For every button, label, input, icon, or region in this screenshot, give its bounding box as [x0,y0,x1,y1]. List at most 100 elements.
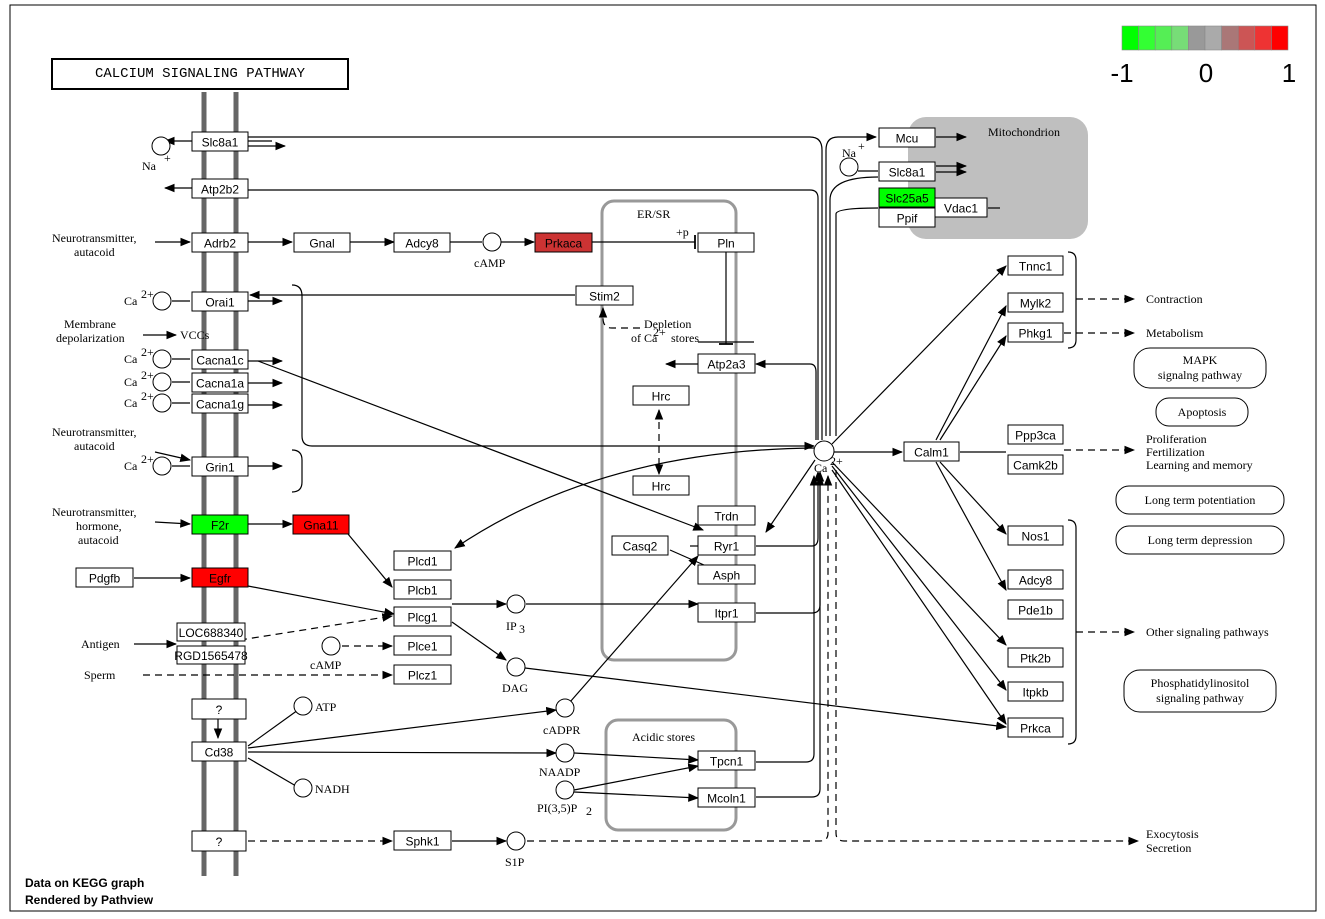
gene-box [697,750,756,771]
pathway-phosphatidylinositol[interactable]: Phosphatidylinositol signaling pathway [1123,669,1277,713]
pathway-ltd[interactable]: Long term depression [1115,525,1285,555]
gene-hrc2[interactable]: Hrc [632,475,690,496]
gene-adcy8-right[interactable]: Adcy8 [1007,569,1064,590]
gene-label: Ryr1 [714,540,740,554]
gene-cacna1c[interactable]: Cacna1c [191,349,249,370]
gene-rgd[interactable]: RGD1565478 [174,645,248,665]
gene-label: Ppif [897,212,918,226]
gene-label: Plcb1 [407,584,437,598]
gene-adrb2[interactable]: Adrb2 [191,232,249,253]
legend-max: 1 [1282,58,1296,88]
gene-box [393,664,452,685]
gene-q1[interactable]: ? [191,698,247,720]
pathway-title: CALCIUM SIGNALING PATHWAY [95,66,306,82]
gene-label: Mylk2 [1020,297,1052,311]
gene-mcoln1[interactable]: Mcoln1 [697,787,756,808]
svg-text:+: + [858,139,865,153]
gene-plcd1[interactable]: Plcd1 [393,550,452,571]
gene-f2r[interactable]: F2r [191,514,249,535]
gene-tpcn1[interactable]: Tpcn1 [697,750,756,771]
gene-hrc1[interactable]: Hrc [632,385,690,406]
gene-box [1007,681,1064,702]
gene-asph[interactable]: Asph [697,564,756,585]
gene-box [176,622,246,642]
svg-text:cAMP: cAMP [474,256,506,270]
gene-label: Stim2 [589,290,620,304]
gene-mylk2[interactable]: Mylk2 [1007,292,1064,313]
gene-atp2a2[interactable]: Atp2a3 [697,353,756,374]
gene-box [903,441,960,462]
gene-label: Casq2 [623,540,658,554]
gene-slc25a5[interactable]: Slc25a5 [878,187,936,208]
compound-atp [293,696,313,716]
gene-adcy8-top[interactable]: Adcy8 [393,232,451,253]
gene-vdac1[interactable]: Vdac1 [934,197,988,218]
gene-nos1[interactable]: Nos1 [1007,525,1064,546]
gene-pde1b[interactable]: Pde1b [1007,599,1064,620]
gene-cacna1a[interactable]: Cacna1a [191,372,249,393]
gene-gna11[interactable]: Gna11 [292,514,350,535]
gene-box [697,787,756,808]
svg-text:depolarization: depolarization [56,331,125,345]
gene-itpkb[interactable]: Itpkb [1007,681,1064,702]
gene-box [191,830,247,852]
gene-casq2[interactable]: Casq2 [611,535,669,556]
gene-sphk1[interactable]: Sphk1 [393,830,452,851]
gene-box [611,535,669,556]
gene-ppp3ca[interactable]: Ppp3ca [1007,424,1064,445]
gene-prkaca[interactable]: Prkaca [534,232,593,253]
compound-s1p [506,831,526,851]
legend-swatch [1271,25,1289,51]
compound-ca-grin1 [152,456,172,476]
gene-grin1[interactable]: Grin1 [191,456,249,477]
gene-plcz1[interactable]: Plcz1 [393,664,452,685]
gene-slc8a1-mito[interactable]: Slc8a1 [878,161,936,182]
gene-q2[interactable]: ? [191,830,247,852]
pathway-apoptosis[interactable]: Apoptosis [1155,397,1249,427]
gene-label: Gnal [309,237,334,251]
compound-pi35p2 [555,780,575,800]
gene-ptk2b[interactable]: Ptk2b [1007,647,1064,668]
gene-stim2[interactable]: Stim2 [575,285,634,306]
gene-trdn[interactable]: Trdn [697,505,756,526]
color-legend [1121,25,1289,51]
gene-plcb1[interactable]: Plcb1 [393,579,452,600]
gene-mcu[interactable]: Mcu [878,127,936,148]
pathway-mapk[interactable]: MAPK signalng pathway [1133,347,1267,389]
svg-text:ATP: ATP [315,700,337,714]
gene-itpr1[interactable]: Itpr1 [697,602,756,623]
gene-atp2b2[interactable]: Atp2b2 [191,178,249,199]
gene-orai1[interactable]: Orai1 [191,291,249,312]
svg-text:Proliferation: Proliferation [1146,432,1207,446]
legend-swatch [1237,25,1256,51]
legend-mid: 0 [1199,58,1213,88]
svg-text:Ca: Ca [124,294,138,308]
gene-calm1[interactable]: Calm1 [903,441,960,462]
svg-text:PI(3,5)P: PI(3,5)P [537,801,578,815]
compound-na-pm [151,136,171,156]
gene-prkca[interactable]: Prkca [1007,717,1064,738]
svg-text:+: + [164,151,171,165]
gene-ryr1[interactable]: Ryr1 [697,535,756,556]
gene-phkg1[interactable]: Phkg1 [1007,322,1064,343]
gene-plcg1[interactable]: Plcg1 [393,606,452,627]
gene-cd38[interactable]: Cd38 [191,741,247,762]
compound-ca-cacna1a [152,372,172,392]
gene-slc8a1-pm[interactable]: Slc8a1 [191,131,249,152]
mitochondrion-label: Mitochondrion [988,125,1060,139]
gene-cacna1g[interactable]: Cacna1g [191,393,249,414]
gene-loc[interactable]: LOC688340 [176,622,246,642]
gene-gnal[interactable]: Gnal [293,232,351,253]
pathway-ltp[interactable]: Long term potentiation [1115,485,1285,515]
gene-label: Camk2b [1013,459,1058,473]
gene-tnnc1[interactable]: Tnnc1 [1007,255,1064,276]
gene-egfr[interactable]: Egfr [191,567,249,588]
gene-pln[interactable]: Pln [697,232,755,253]
svg-text:S1P: S1P [505,855,525,869]
gene-pdgfb[interactable]: Pdgfb [75,567,134,588]
gene-camk2b[interactable]: Camk2b [1007,454,1064,475]
gene-label: Ptk2b [1020,652,1051,666]
gene-ppif[interactable]: Ppif [878,207,936,228]
gene-plce1[interactable]: Plce1 [393,635,452,656]
